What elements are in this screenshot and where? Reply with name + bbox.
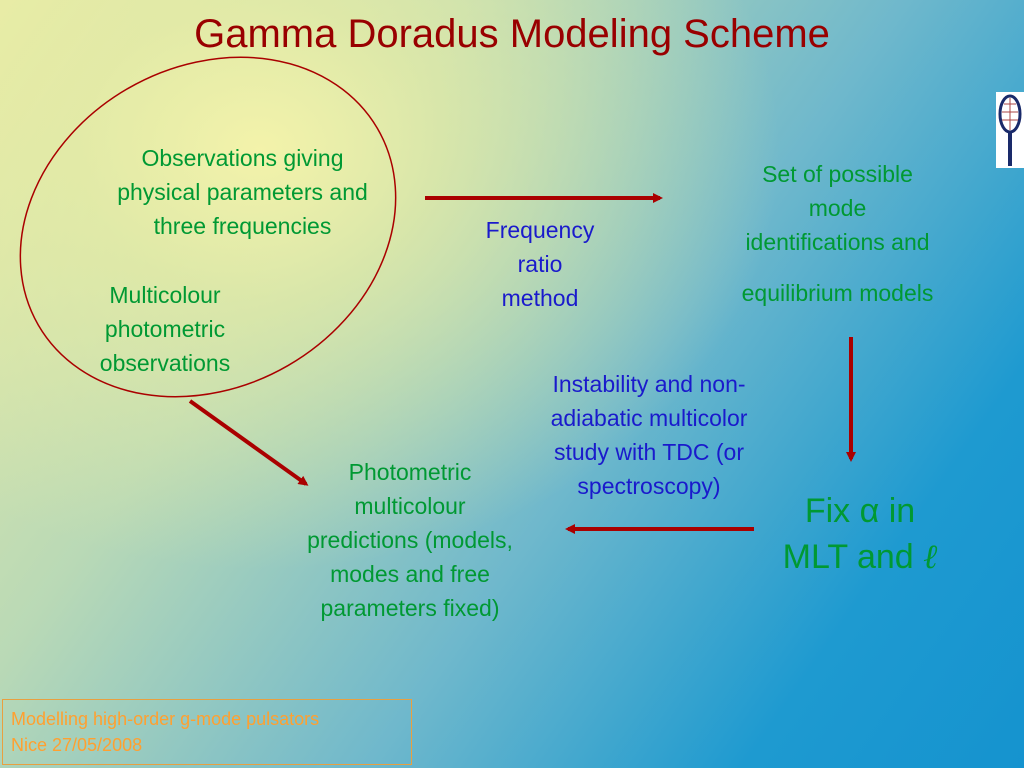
observations-line-2: physical parameters and — [117, 179, 368, 205]
arrow-to-predictions — [188, 399, 309, 486]
frequency-line-3: method — [501, 285, 579, 311]
predictions-line-3: predictions (models, — [307, 527, 513, 553]
frequency-line-2: ratio — [517, 251, 563, 277]
predictions-text: Photometric multicolour predictions (mod… — [270, 455, 550, 625]
mode-set-line-2: mode — [808, 195, 867, 221]
multicolour-observations-text: Multicolour photometric observations — [70, 278, 260, 380]
footer-line-2: Nice 27/05/2008 — [11, 735, 143, 755]
multicolour-line-2: photometric — [104, 316, 226, 342]
mode-set-line-1: Set of possible — [762, 161, 913, 187]
frequency-line-1: Frequency — [485, 217, 595, 243]
ell-symbol: ℓ — [923, 537, 938, 577]
footer-box: Modelling high-order g-mode pulsators Ni… — [2, 699, 412, 765]
instability-study-text: Instability and non- adiabatic multicolo… — [515, 367, 783, 503]
observations-ellipse — [19, 56, 397, 398]
predictions-line-5: parameters fixed) — [320, 595, 500, 621]
observations-line-3: three frequencies — [153, 213, 332, 239]
predictions-line-1: Photometric — [348, 459, 472, 485]
fix-alpha-line-2: MLT and ℓ — [755, 534, 965, 580]
observations-line-1: Observations giving — [141, 145, 344, 171]
slide-title: Gamma Doradus Modeling Scheme — [194, 12, 830, 56]
multicolour-line-1: Multicolour — [109, 282, 221, 308]
footer-line-1: Modelling high-order g-mode pulsators — [11, 709, 320, 729]
predictions-line-2: multicolour — [354, 493, 466, 519]
mode-set-line-3: identifications and — [745, 229, 930, 255]
mode-set-text: Set of possible mode identifications and… — [710, 157, 965, 310]
fix-alpha-line-2-prefix: MLT and — [782, 538, 924, 576]
instability-line-4: spectroscopy) — [577, 473, 721, 499]
mode-set-line-4: equilibrium models — [741, 280, 934, 306]
fix-alpha-text: Fix α in MLT and ℓ — [755, 488, 965, 580]
instability-line-2: adiabatic multicolor — [550, 405, 748, 431]
instability-line-1: Instability and non- — [552, 371, 746, 397]
observations-text: Observations giving physical parameters … — [80, 141, 405, 243]
predictions-line-4: modes and free — [330, 561, 490, 587]
multicolour-line-3: observations — [99, 350, 231, 376]
tennis-racket-icon — [996, 92, 1024, 168]
fix-alpha-line-1: Fix α in — [804, 492, 916, 530]
frequency-ratio-method-text: Frequency ratio method — [460, 213, 620, 315]
instability-line-3: study with TDC (or — [553, 439, 744, 465]
